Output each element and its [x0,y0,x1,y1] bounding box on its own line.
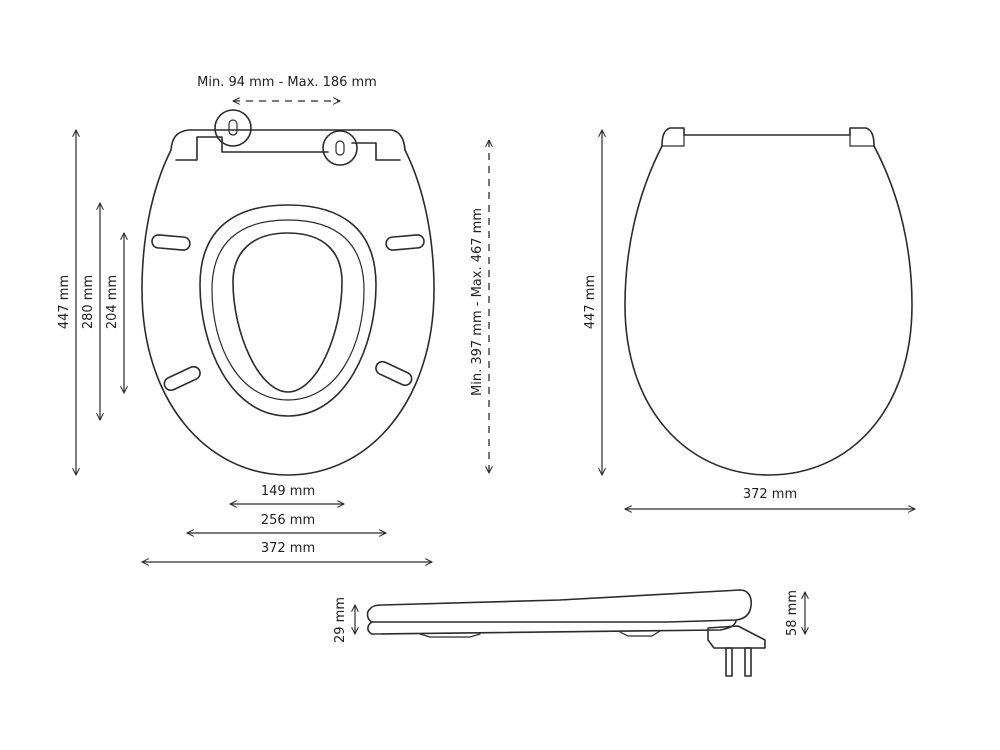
side-view-dimensions: 29 mm 58 mm [333,590,809,643]
hinge-height-label: 58 mm [785,590,800,636]
inner-length-label: 204 mm [105,275,120,329]
lid-length-label: 447 mm [583,275,598,329]
hinge-left-slot [228,119,238,136]
hinge-right-slot [335,140,345,156]
buffer-lower-right [375,360,413,387]
hinge-right [322,130,358,166]
mount-distance-label: Min. 397 mm - Max. 467 mm [470,208,485,396]
seat-bumpers [419,630,661,638]
seat-outline [141,129,435,476]
opening-length-label: 280 mm [81,275,96,329]
buffer-lower-left [163,365,201,392]
lid-width-label: 372 mm [743,487,797,502]
bolt-right [744,647,752,677]
buffer-upper-left [151,234,191,251]
hinge-plate [175,136,401,161]
total-width-label: 372 mm [261,541,315,556]
seat-top-view [141,109,435,476]
lid-profile [366,589,752,623]
side-view [366,589,766,677]
opening-width-label: 256 mm [261,513,315,528]
opening-mid [211,219,365,401]
lid-view-dimensions: 447 mm 372 mm [583,129,916,513]
total-length-label: 447 mm [57,275,72,329]
seat-height-label: 29 mm [333,597,348,643]
opening-outer [199,204,377,417]
lid-view [624,127,913,476]
top-view-dimensions: Min. 94 mm - Max. 186 mm 447 mm 280 mm 2… [57,75,493,566]
lid-hinge-right [849,134,875,147]
lid-outline [624,127,913,476]
seat-profile [367,619,737,635]
hinge-spacing-label: Min. 94 mm - Max. 186 mm [197,75,377,90]
lid-hinge-left [661,134,685,147]
inner-width-label: 149 mm [261,484,315,499]
opening-inner [232,232,343,393]
bolt-left [725,647,733,677]
hinge-left [214,109,252,147]
buffer-upper-right [385,234,425,251]
hinge-block [707,625,766,649]
